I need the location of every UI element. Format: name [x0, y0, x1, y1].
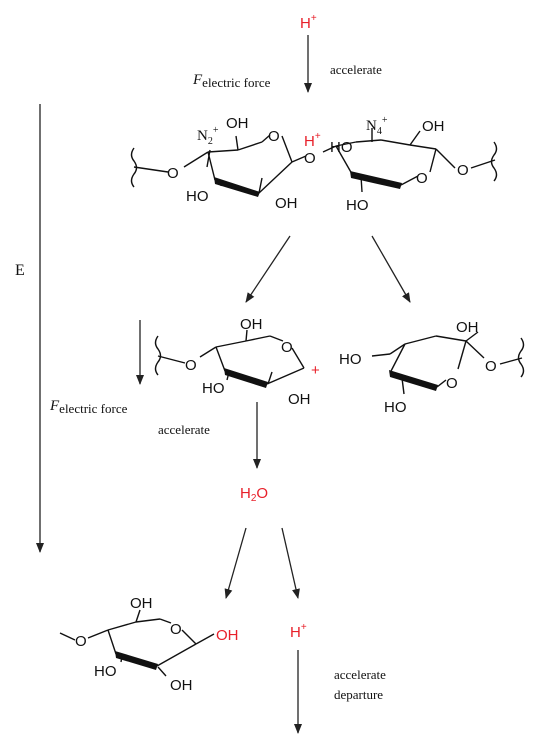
released-proton: H+ [290, 622, 307, 641]
ring-oxygen-right: O [416, 170, 428, 187]
glyco-o-link-left: O [167, 165, 179, 182]
left-fragment-ring-o: O [281, 339, 293, 356]
product-ring-o: O [170, 621, 182, 638]
force-label-top: Felectric force [192, 72, 271, 90]
product-anomeric-oh: OH [216, 627, 239, 644]
right-fragment-structure [371, 331, 525, 395]
product-o-link: O [75, 633, 87, 650]
right-fragment-ho-bottom: HO [384, 399, 407, 416]
right-fragment-ho-left: HO [339, 351, 362, 368]
departure-label: departure [334, 687, 383, 702]
disaccharide-structure [130, 128, 498, 197]
ho-left-bottom: HO [186, 188, 209, 205]
right-fragment-o-link: O [485, 358, 497, 375]
n4-label: N4+ [366, 115, 388, 137]
chain-wavy-right [490, 141, 498, 182]
incoming-proton: H+ [300, 13, 317, 32]
product-structure [59, 609, 215, 677]
cleavage-arrow-left [245, 235, 291, 303]
product-ho-bottom: HO [94, 663, 117, 680]
glycosidic-oxygen: O [304, 150, 316, 167]
left-fragment-o-link: O [185, 357, 197, 374]
proton-release-arrow [281, 527, 300, 599]
glyco-o-link-right: O [457, 162, 469, 179]
accelerate-label-top: accelerate [330, 62, 382, 77]
right-fragment-ring-o: O [446, 375, 458, 392]
oh-n2: OH [226, 115, 249, 132]
product-oh-top: OH [130, 595, 153, 612]
left-fragment-structure [154, 329, 305, 388]
accelerate-label-mid: accelerate [158, 422, 210, 437]
product-arrow [224, 527, 247, 599]
ho-right-ring: HO [330, 139, 353, 156]
electric-field-label: E [15, 262, 25, 279]
right-fragment-oh-top: OH [456, 319, 479, 336]
water-molecule: H2O [240, 485, 268, 504]
bridging-proton: H+ [304, 131, 321, 150]
ring-oxygen-left: O [268, 128, 280, 145]
fragment-wavy-right [517, 337, 525, 378]
oh-left-bottom: OH [275, 195, 298, 212]
left-fragment-ho: HO [202, 380, 225, 397]
cleavage-arrow-right [371, 235, 411, 303]
left-fragment-oh-bottom: OH [288, 391, 311, 408]
accelerate-label-bottom: accelerate [334, 667, 386, 682]
left-fragment-oh-top: OH [240, 316, 263, 333]
n2-label: N2+ [197, 125, 219, 147]
oh-right-top: OH [422, 118, 445, 135]
fragment-wavy-left [154, 335, 162, 376]
oxocarbenium-charge: + [311, 362, 320, 379]
ho-right-bottom: HO [346, 197, 369, 214]
product-oh-bottom: OH [170, 677, 193, 694]
force-label-mid: Felectric force [49, 398, 128, 416]
